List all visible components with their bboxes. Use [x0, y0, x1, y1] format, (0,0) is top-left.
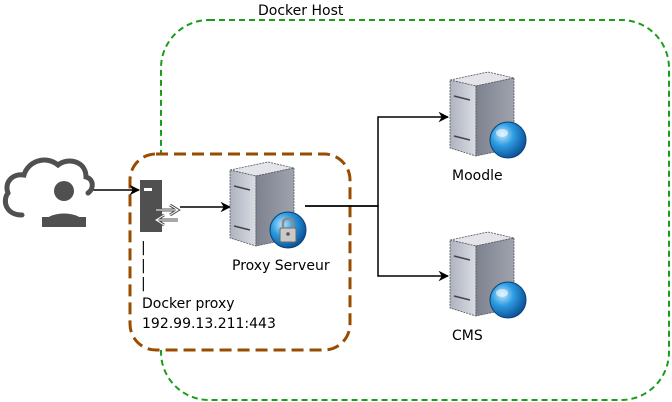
- proxy-device-icon: [140, 180, 181, 232]
- docker-proxy-label: Docker proxy: [142, 296, 235, 312]
- server-globe-icon-cms: [449, 231, 527, 319]
- cloud-user-icon: [2, 157, 95, 227]
- pipe-label-1: |: [141, 240, 146, 256]
- edge-proxy-server-to-cms: [305, 205, 450, 282]
- moodle-label: Moodle: [452, 168, 503, 184]
- cms-label: CMS: [452, 328, 483, 344]
- docker-proxy-boundary: [128, 152, 352, 352]
- pipe-label-3: |: [141, 276, 146, 292]
- server-globe-icon-moodle: [449, 71, 527, 159]
- docker-host-label: Docker Host: [258, 3, 344, 19]
- edges: [92, 111, 450, 282]
- pipe-label-2: |: [141, 258, 146, 274]
- docker-proxy-ip-label: 192.99.13.211:443: [142, 316, 276, 332]
- server-lock-icon: [229, 161, 307, 249]
- proxy-server-label: Proxy Serveur: [232, 258, 330, 274]
